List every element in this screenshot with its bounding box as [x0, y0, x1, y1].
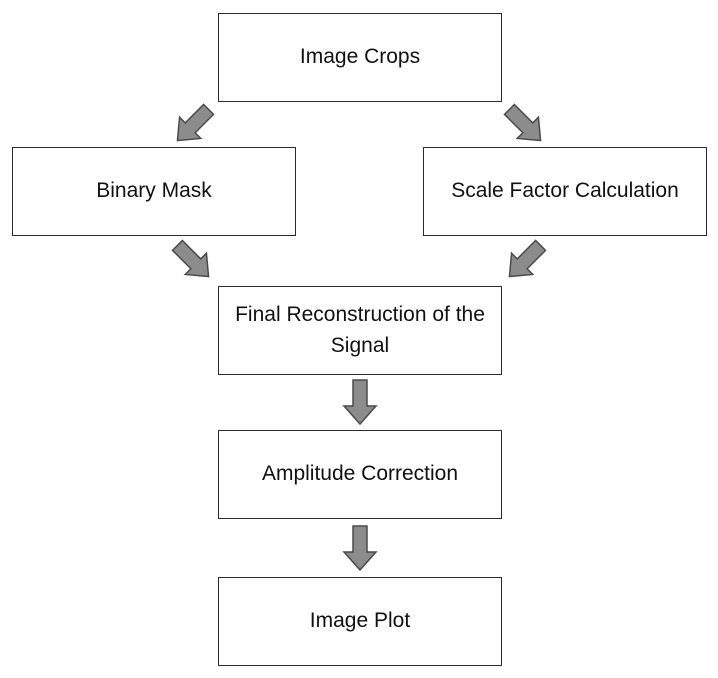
arrow-mask-to-reconstruction	[171, 239, 210, 278]
node-image-crops: Image Crops	[218, 13, 502, 102]
node-amplitude-correction-label: Amplitude Correction	[261, 462, 459, 486]
arrow-scale-to-reconstruction	[508, 239, 547, 278]
node-binary-mask-label: Binary Mask	[96, 179, 212, 203]
arrow-amplitude-to-plot	[342, 525, 378, 572]
node-binary-mask: Binary Mask	[12, 147, 296, 236]
arrow-crops-to-scale	[503, 103, 542, 142]
node-scale-factor-calculation: Scale Factor Calculation	[423, 147, 707, 236]
node-final-reconstruction: Final Reconstruction of the Signal	[218, 286, 502, 375]
node-amplitude-correction: Amplitude Correction	[218, 430, 502, 519]
arrow-reconstruction-to-amplitude	[342, 379, 378, 426]
node-image-crops-label: Image Crops	[299, 45, 421, 69]
node-final-reconstruction-label: Final Reconstruction of the Signal	[235, 303, 485, 357]
arrow-crops-to-mask	[176, 103, 215, 142]
node-scale-factor-label: Scale Factor Calculation	[451, 179, 679, 203]
node-image-plot: Image Plot	[218, 577, 502, 666]
node-image-plot-label: Image Plot	[309, 609, 411, 633]
